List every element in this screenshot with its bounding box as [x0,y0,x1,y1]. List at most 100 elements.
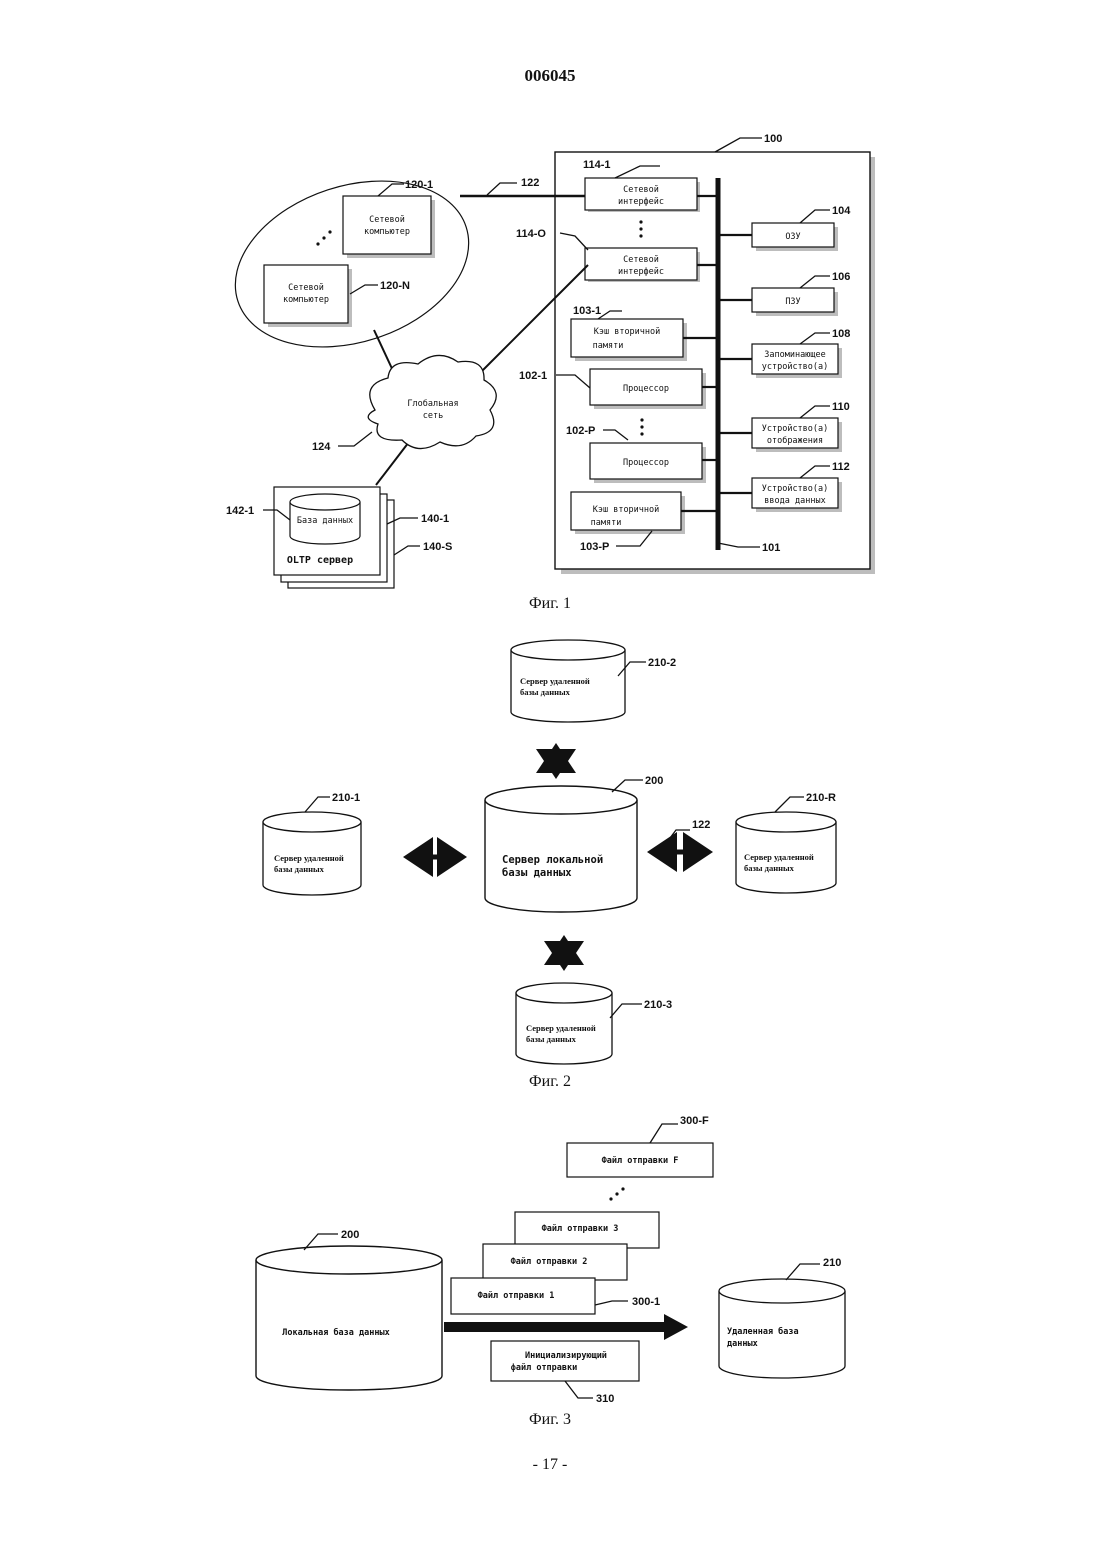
page-footer: - 17 - [0,1456,1100,1474]
ref-display: 110 [832,401,850,413]
ref-link: 122 [521,177,539,189]
remote-db-left-label-1: Сервер удаленной [274,853,344,863]
remote-db-right-label-2: базы данных [744,863,795,873]
leader-line [775,797,804,812]
init-send-file-label-2: файл отправки [511,1363,578,1373]
ref-network-computer-1: 120-1 [405,179,433,191]
database-label: База данных [297,516,353,526]
storage-label-2: устройство(а) [762,362,829,372]
cylinder-top [263,812,361,832]
ref-remote-right: 210-R [806,792,836,804]
figure-2: Сервер удаленной базы данных 210-2 Серве… [0,630,1100,1096]
remote-db-server-top [511,650,625,722]
init-send-file-label-1: Инициализирующий [525,1351,607,1361]
cylinder-top [256,1246,442,1274]
transfer-arrow [444,1314,688,1340]
leader-line [305,797,330,812]
ref-remote-top: 210-2 [648,657,676,669]
ref-file-1: 300-1 [632,1296,660,1308]
local-db-cylinder [256,1260,442,1390]
leader-line [378,184,404,196]
ref-file-f: 300-F [680,1115,709,1127]
ellipsis-dot [640,418,643,421]
local-db-label-2: базы данных [502,867,572,879]
input-label-2: ввода данных [764,496,825,506]
ram-label: ОЗУ [785,232,800,242]
ref-storage: 108 [832,328,850,340]
network-computer-n-label-1: Сетевой [288,283,324,293]
ref-remote-left: 210-1 [332,792,360,804]
ref-cache-1: 103-1 [573,305,601,317]
global-network-label-2: сеть [423,411,443,421]
ellipsis-dot [615,1192,618,1195]
network-computer-1-label-2: компьютер [364,227,410,237]
ref-database: 142-1 [226,505,254,517]
ellipsis-dot [640,425,643,428]
remote-db-right-label-1: Сервер удаленной [744,852,814,862]
cache-1-label-1: Кэш вторичной [594,327,661,337]
ref-network-interface-1: 114-1 [583,159,611,171]
init-send-file-box [491,1341,639,1381]
ellipsis-dot [640,432,643,435]
cylinder-top [736,812,836,832]
local-db-label: Локальная база данных [282,1327,389,1338]
send-file-3-label: Файл отправки 3 [542,1224,619,1234]
cache-1-label-2: памяти [593,341,624,351]
leader-line [394,546,420,555]
leader-line [715,138,762,152]
ref-network-interface-o: 114-O [516,228,546,240]
remote-db-bottom-label-1: Сервер удаленной [526,1023,596,1033]
network-interface-1-label-1: Сетевой [623,185,659,195]
oltp-server-label: OLTP сервер [287,555,353,566]
network-interface-o-label-2: интерфейс [618,267,664,277]
display-label-2: отображения [767,435,823,446]
processor-1-label: Процессор [623,384,669,394]
ellipsis-dot [328,230,331,233]
ellipsis-dot [639,227,642,230]
ellipsis-dot [316,242,319,245]
cylinder-top [511,640,625,660]
ref-local: 200 [645,775,663,787]
figure-1-caption: Фиг. 1 [529,595,571,612]
ref-bus: 101 [762,542,780,554]
network-computer-n-box [264,265,348,323]
ref-cache-p: 103-P [580,541,609,553]
storage-label-1: Запоминающее [764,350,825,360]
network-computer-n-label-2: компьютер [283,295,329,305]
ref-processor-p: 102-P [566,425,595,437]
ref-global-network: 124 [312,441,331,453]
ref-processor-1: 102-1 [519,370,547,382]
global-network-label-1: Глобальная [407,398,458,409]
ref-link-122: 122 [692,819,710,831]
ref-rom: 106 [832,271,850,283]
network-interface-o-label-1: Сетевой [623,255,659,265]
remote-db-top-label-1: Сервер удаленной [520,676,590,686]
leader-line [786,1264,820,1280]
ellipsis-dot [639,220,642,223]
leader-line [487,183,517,195]
leader-line [338,432,372,446]
remote-db-top-label-2: базы данных [520,687,571,697]
leader-line [350,285,378,294]
cache-p-label-2: памяти [591,518,622,528]
ref-ram: 104 [832,205,851,217]
ref-remote-db: 210 [823,1257,841,1269]
ref-init-file: 310 [596,1393,614,1405]
network-interface-1-label-2: интерфейс [618,197,664,207]
cache-1-box [571,319,683,357]
network-computer-1-label-1: Сетевой [369,215,405,225]
remote-db-left-label-2: базы данных [274,864,325,874]
local-db-label-1: Сервер локальной [502,854,603,866]
leader-line [565,1381,593,1398]
figure-3: Файл отправки F 300-F Файл отправки 3 Фа… [0,1100,1100,1430]
ref-input: 112 [832,461,850,473]
display-label-1: Устройство(а) [762,424,829,434]
database-cylinder-top [290,494,360,510]
leader-line [610,1004,642,1018]
remote-db-bottom-label-2: базы данных [526,1034,577,1044]
ref-network-computer-n: 120-N [380,280,410,292]
figure-3-caption: Фиг. 3 [529,1411,571,1428]
cache-p-label-1: Кэш вторичной [593,505,660,515]
ref-oltp-server-1: 140-1 [421,513,449,525]
